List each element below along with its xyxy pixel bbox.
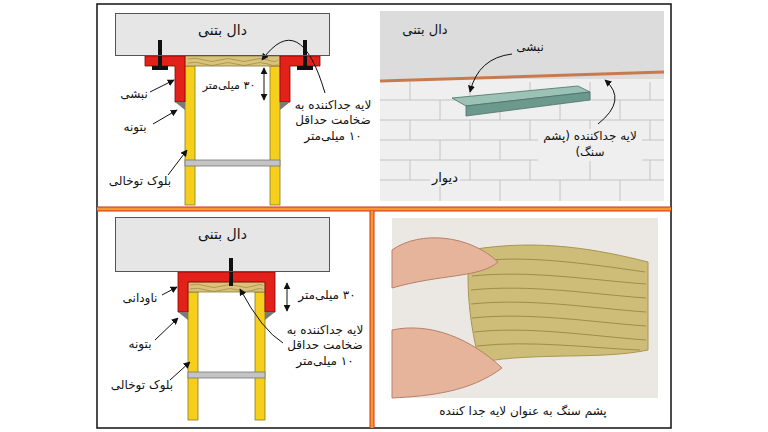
photo-angle [466, 92, 590, 116]
part-label: نبشی [118, 87, 150, 103]
anchor-bolt [158, 40, 162, 66]
leader-line [598, 80, 615, 124]
divider [370, 211, 374, 428]
part-label: بلوک توخالی [109, 378, 175, 394]
mortar-joint [185, 160, 280, 166]
steel-angle [145, 56, 185, 102]
photo-label: دال بتنی [400, 22, 449, 39]
divider [97, 207, 671, 211]
part-label: ناودانی [121, 291, 160, 307]
sealant [175, 102, 185, 110]
block-shell [270, 66, 280, 205]
photo-slab [380, 11, 664, 79]
block-shell [255, 292, 265, 420]
anchor-bolt [229, 258, 233, 286]
leader-line [240, 289, 283, 343]
block-joints [380, 100, 664, 180]
dimension-label: ۳۰ میلی‌متر [201, 79, 258, 93]
rock-wool-fibres [471, 259, 646, 350]
part-label: لایه جداکننده به ضخامت حداقل ۱۰ میلی‌متر [283, 323, 367, 370]
slab-fill [115, 217, 330, 272]
block-joints [410, 82, 650, 201]
block-cavity [198, 292, 255, 420]
caption: پشم سنگ به عنوان لایه جدا کننده [437, 404, 608, 420]
frame [97, 4, 671, 428]
divider-edge [97, 207, 671, 211]
leader-line [262, 40, 325, 93]
photo-wall [380, 11, 664, 201]
leader-line [150, 80, 174, 92]
rock-wool-layer [185, 56, 280, 66]
sealant [178, 312, 188, 320]
photo-ground [392, 218, 658, 398]
rock-wool-layer [188, 282, 265, 292]
divider-edge [370, 211, 374, 428]
leader-line [168, 150, 187, 175]
photo-label: نبشی [514, 40, 546, 56]
concrete-slab: دال بتنی [115, 217, 330, 272]
hand-fingers [392, 328, 502, 398]
photo-label: دیوار [430, 170, 460, 187]
leader-line [155, 318, 178, 340]
slab-fill [115, 13, 330, 56]
steel-channel [178, 272, 275, 312]
slab-label: دال بتنی [116, 218, 329, 244]
rock-wool-fibres [190, 284, 263, 291]
part-label: بتونه [122, 120, 149, 136]
photo-label: لایه جداکننده (پشم سنگ) [538, 129, 642, 160]
hand-thumb [392, 238, 498, 288]
block-shell [188, 292, 198, 420]
part-label: بتونه [127, 337, 154, 353]
leader-line [162, 287, 177, 295]
slab-label: دال بتنی [116, 14, 329, 40]
leader-line [153, 110, 177, 124]
concrete-slab: دال بتنی [115, 13, 330, 56]
block-cavity [195, 66, 270, 205]
dimension-arrow [287, 283, 288, 311]
bolt-head [297, 66, 313, 70]
rock-wool-strip [380, 72, 664, 81]
part-label: بلوک توخالی [107, 174, 173, 190]
block-shell [185, 66, 195, 205]
dimension-label: ۳۰ میلی‌متر [296, 288, 357, 304]
leader-line [170, 362, 190, 380]
anchor-bolt [303, 40, 307, 66]
leader-line [470, 54, 512, 92]
sealant [280, 102, 290, 110]
rock-wool-fibres [188, 58, 278, 65]
part-label: لایه جداکننده به ضخامت حداقل ۱۰ میلی‌متر [292, 98, 374, 145]
mortar-joint [188, 372, 265, 378]
dimension-arrow [264, 68, 265, 100]
sealant [265, 312, 275, 320]
bolt-head [152, 66, 168, 70]
